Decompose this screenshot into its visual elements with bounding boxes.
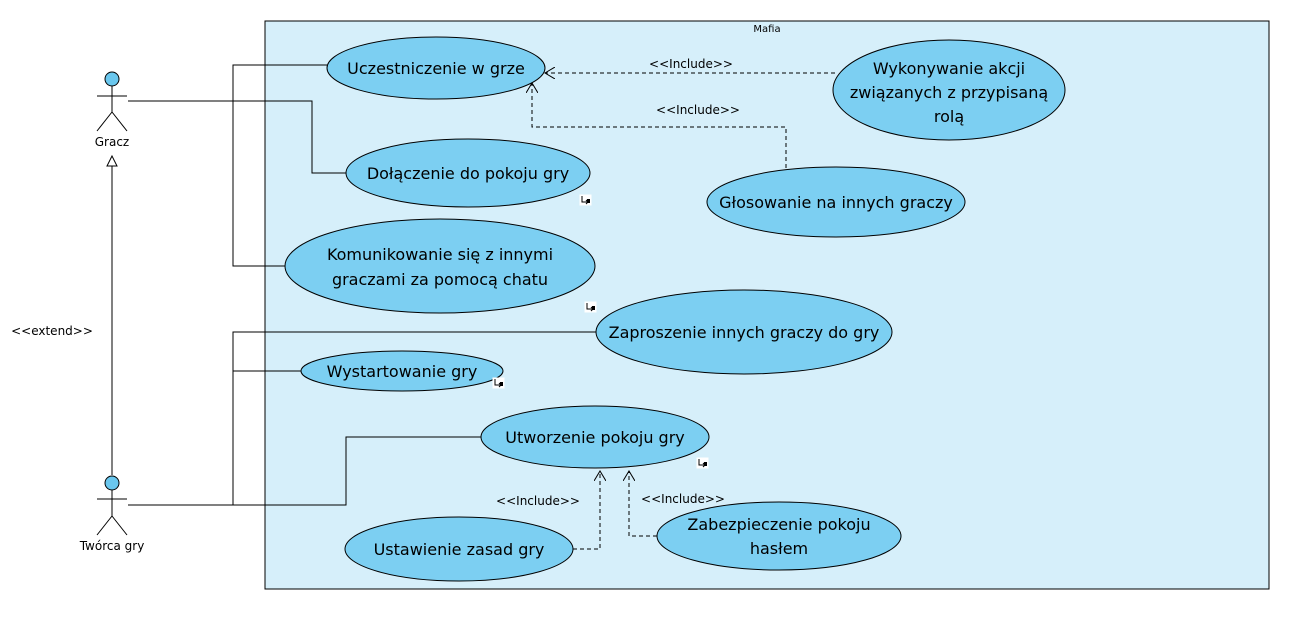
- include-dependencies: [532, 73, 835, 550]
- use-case-label: Głosowanie na innych graczy: [719, 193, 953, 212]
- use-case-chat[interactable]: Komunikowanie się z innymi graczami za p…: [284, 218, 596, 314]
- use-case-participate[interactable]: Uczestniczenie w grze: [326, 36, 546, 100]
- system-title: Mafia: [753, 24, 780, 35]
- actor-creator-label: Twórca gry: [79, 539, 145, 553]
- use-case-join-room[interactable]: Dołączenie do pokoju gry: [345, 138, 591, 208]
- use-case-label: Uczestniczenie w grze: [347, 59, 525, 78]
- actor-player[interactable]: Gracz: [95, 71, 129, 149]
- include-label-password: <<Include>>: [641, 492, 725, 506]
- actor-creator[interactable]: Twórca gry: [79, 475, 145, 553]
- use-case-label: hasłem: [750, 539, 808, 558]
- use-case-invite[interactable]: Zaproszenie innych graczy do gry: [595, 289, 893, 375]
- use-case-label: Ustawienie zasad gry: [374, 540, 545, 559]
- use-case-create-room[interactable]: Utworzenie pokoju gry: [480, 405, 710, 469]
- use-case-label: Zaproszenie innych graczy do gry: [609, 323, 880, 342]
- generalization-arrowhead: [106, 154, 118, 167]
- use-case-label: Dołączenie do pokoju gry: [367, 164, 569, 183]
- include-label-set-rules: <<Include>>: [496, 494, 580, 508]
- include-label-role-actions: <<Include>>: [649, 57, 733, 71]
- use-case-label: graczami za pomocą chatu: [332, 270, 548, 289]
- use-case-label: Wystartowanie gry: [327, 362, 478, 381]
- subdiagram-link-icon[interactable]: [584, 301, 597, 313]
- creator-associations: [128, 331, 597, 506]
- subdiagram-link-icon[interactable]: [492, 377, 505, 389]
- use-case-label: Wykonywanie akcji: [873, 59, 1025, 78]
- use-case-role-actions[interactable]: Wykonywanie akcji związanych z przypisan…: [832, 39, 1066, 141]
- use-case-label: związanych z przypisaną: [850, 83, 1048, 102]
- subdiagram-link-icon[interactable]: [579, 194, 592, 206]
- actor-head-icon: [104, 475, 120, 491]
- player-associations: [128, 64, 346, 267]
- actor-player-label: Gracz: [95, 135, 129, 149]
- use-case-set-rules[interactable]: Ustawienie zasad gry: [344, 516, 574, 582]
- use-case-label: rolą: [934, 107, 964, 126]
- use-case-vote[interactable]: Głosowanie na innych graczy: [706, 166, 966, 238]
- use-case-password[interactable]: Zabezpieczenie pokoju hasłem: [656, 501, 902, 571]
- use-case-label: Komunikowanie się z innymi: [327, 245, 553, 264]
- use-case-label: Zabezpieczenie pokoju: [687, 515, 870, 534]
- use-case-start[interactable]: Wystartowanie gry: [300, 350, 504, 392]
- use-case-label: Utworzenie pokoju gry: [505, 428, 685, 447]
- extend-label: <<extend>>: [11, 324, 93, 338]
- actor-head-icon: [104, 71, 120, 87]
- subdiagram-link-icon[interactable]: [696, 457, 709, 469]
- include-label-vote: <<Include>>: [656, 103, 740, 117]
